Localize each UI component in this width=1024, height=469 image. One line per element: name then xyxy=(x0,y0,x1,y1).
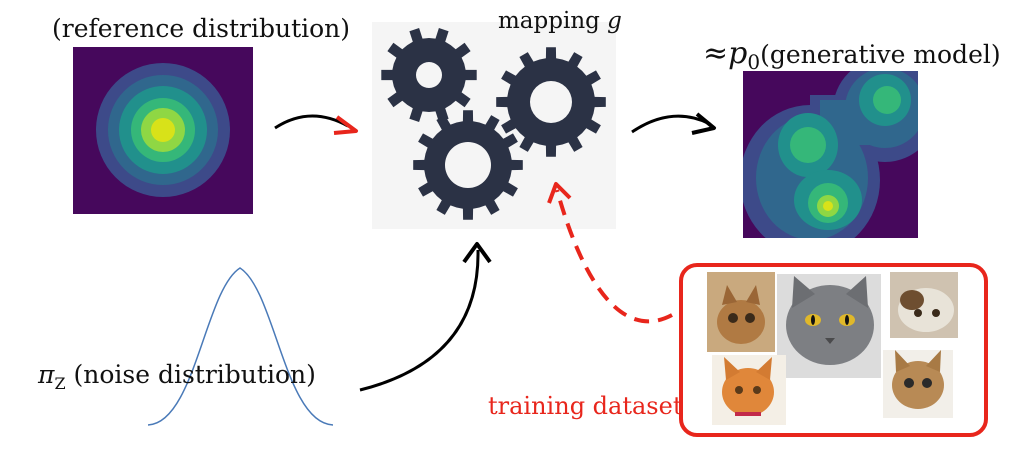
cat-photo xyxy=(712,355,786,425)
generative-model-label: ≈p0(generative model) xyxy=(703,36,1001,74)
generative-model-heatmap xyxy=(743,71,918,238)
arrow-mapping-to-generative xyxy=(631,112,716,135)
training-dataset-box xyxy=(679,263,988,437)
arrow-reference-to-mapping xyxy=(274,114,358,135)
gear-icon xyxy=(496,47,606,157)
cat-photo xyxy=(883,350,953,418)
gear-icon xyxy=(413,110,523,220)
mapping-gears xyxy=(372,22,616,229)
cat-photo xyxy=(890,272,958,338)
training-dataset-label: training dataset xyxy=(488,392,683,420)
cat-photo xyxy=(777,274,881,378)
mapping-label: mapping g xyxy=(498,8,622,34)
gear-icon xyxy=(381,28,477,122)
noise-distribution-label: πZ (noise distribution) xyxy=(38,360,316,393)
reference-distribution-label: (reference distribution) xyxy=(52,14,351,43)
cat-photo xyxy=(707,272,775,352)
reference-distribution-heatmap xyxy=(73,47,253,214)
arrow-noise-to-mapping xyxy=(359,242,492,392)
noise-distribution-curve xyxy=(147,267,334,426)
arrow-training-to-mapping xyxy=(547,182,673,324)
